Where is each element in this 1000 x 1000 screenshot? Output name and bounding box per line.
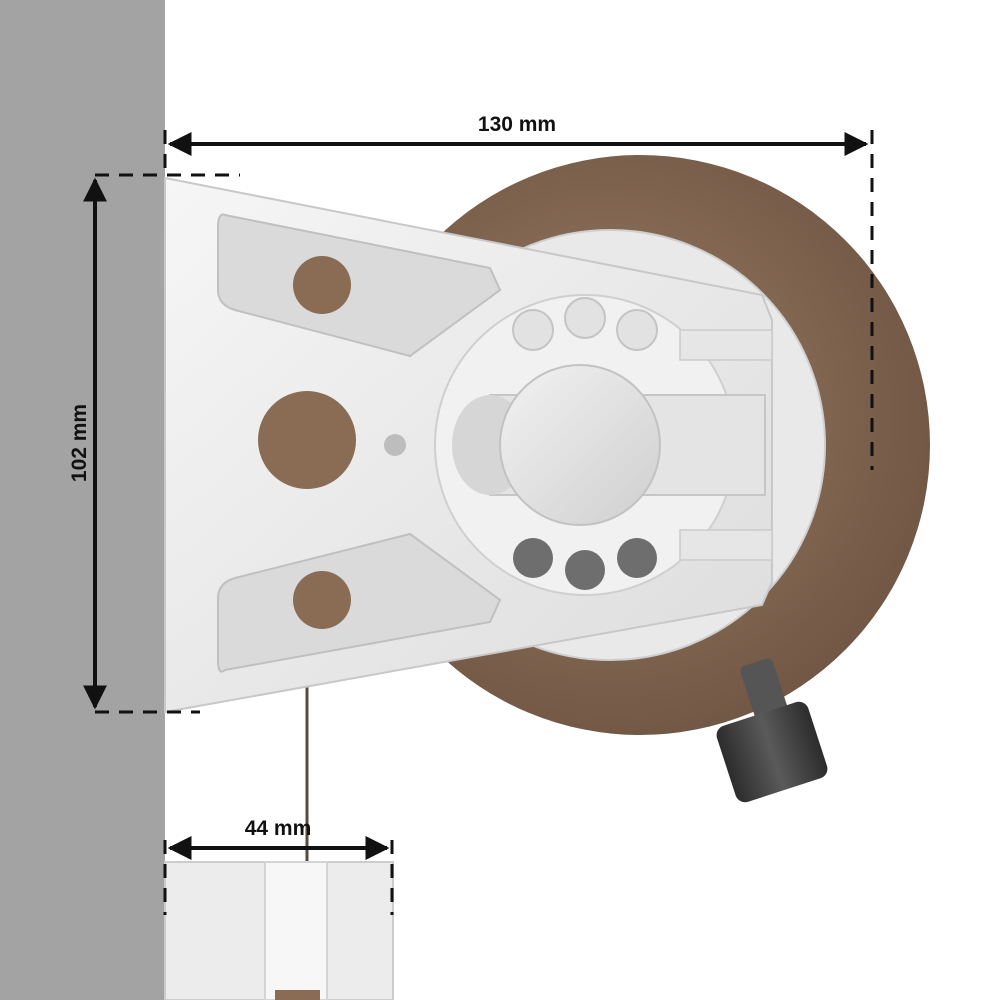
bracket-cutout-top: [217, 213, 502, 358]
height-label: 102 mm: [68, 404, 91, 482]
hub-hole: [512, 309, 554, 351]
hub-hole: [513, 538, 553, 578]
bottom-width-label: 44 mm: [245, 817, 312, 840]
hub-hole: [565, 550, 605, 590]
mounting-hole-top: [293, 256, 351, 314]
profile-cross-section: [164, 861, 394, 1000]
mounting-hole-bottom: [293, 571, 351, 629]
crank-handle: [716, 658, 828, 803]
hub-hole: [564, 297, 606, 339]
axle-knob: [499, 364, 661, 526]
notch-bottom: [679, 529, 773, 561]
small-pin: [384, 434, 406, 456]
wall: [0, 0, 165, 1000]
bracket-cutout-bottom: [217, 532, 502, 673]
width-label: 130 mm: [478, 113, 556, 136]
mounting-hole-middle: [258, 391, 356, 489]
notch-top: [679, 329, 773, 361]
hub-hole: [617, 538, 657, 578]
hub-hole: [616, 309, 658, 351]
